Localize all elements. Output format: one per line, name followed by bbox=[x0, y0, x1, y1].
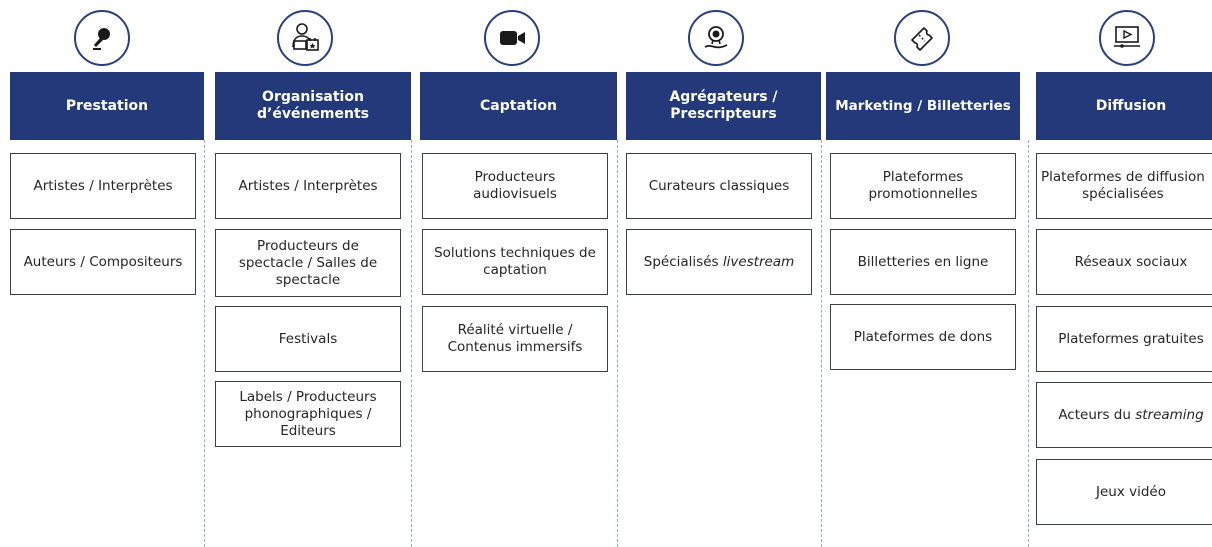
item-acteurs-du-streaming: Acteurs du streaming bbox=[1036, 382, 1212, 448]
column-organisation: Organisation d’événements Artistes / Int… bbox=[205, 0, 412, 547]
item-plateformes-diffusion-specialisees: Plateformes de diffusion spécialisées bbox=[1036, 153, 1212, 219]
item-producteurs-spectacle: Producteurs de spectacle / Salles de spe… bbox=[215, 229, 401, 297]
item-reseaux-sociaux: Réseaux sociaux bbox=[1036, 229, 1212, 295]
column-divider bbox=[204, 140, 205, 547]
item-festivals: Festivals bbox=[215, 306, 401, 372]
item-labels-producteurs: Labels / Producteurs phonographiques / E… bbox=[215, 381, 401, 447]
item-auteurs-compositeurs: Auteurs / Compositeurs bbox=[10, 229, 196, 295]
column-divider bbox=[411, 140, 412, 547]
microphone-icon bbox=[74, 10, 130, 66]
item-producteurs-audiovisuels: Producteurs audiovisuels bbox=[422, 153, 608, 219]
column-divider bbox=[1028, 140, 1029, 547]
column-marketing: Marketing / Billetteries Plateformes pro… bbox=[822, 0, 1029, 547]
item-plateformes-promotionnelles: Plateformes promotionnelles bbox=[830, 153, 1016, 219]
column-divider bbox=[821, 140, 822, 547]
item-jeux-video: Jeux vidéo bbox=[1036, 459, 1212, 525]
item-solutions-techniques: Solutions techniques de captation bbox=[422, 229, 608, 295]
video-camera-icon bbox=[484, 10, 540, 66]
item-text: Acteurs du streaming bbox=[1058, 406, 1204, 423]
column-agregateurs: Agrégateurs / Prescripteurs Curateurs cl… bbox=[618, 0, 822, 547]
item-billetteries-en-ligne: Billetteries en ligne bbox=[830, 229, 1016, 295]
column-diffusion: Diffusion Plateformes de diffusion spéci… bbox=[1029, 0, 1212, 547]
award-hand-icon bbox=[688, 10, 744, 66]
column-divider bbox=[617, 140, 618, 547]
item-plateformes-de-dons: Plateformes de dons bbox=[830, 304, 1016, 370]
ticket-icon bbox=[894, 10, 950, 66]
item-artistes-interpretes: Artistes / Interprètes bbox=[215, 153, 401, 219]
header-agregateurs: Agrégateurs / Prescripteurs bbox=[626, 72, 821, 140]
italic-text: streaming bbox=[1135, 406, 1204, 423]
header-marketing: Marketing / Billetteries bbox=[826, 72, 1020, 140]
video-player-icon bbox=[1099, 10, 1155, 66]
item-plateformes-gratuites: Plateformes gratuites bbox=[1036, 306, 1212, 372]
header-organisation: Organisation d’événements bbox=[215, 72, 411, 140]
item-text: Spécialisés livestream bbox=[643, 253, 795, 270]
item-artistes-interpretes: Artistes / Interprètes bbox=[10, 153, 196, 219]
header-captation: Captation bbox=[420, 72, 617, 140]
header-diffusion: Diffusion bbox=[1036, 72, 1212, 140]
column-prestation: Prestation Artistes / Interprètes Auteur… bbox=[0, 0, 205, 547]
header-prestation: Prestation bbox=[10, 72, 204, 140]
event-organizer-icon bbox=[277, 10, 333, 66]
item-specialises-livestream: Spécialisés livestream bbox=[626, 229, 812, 295]
item-curateurs-classiques: Curateurs classiques bbox=[626, 153, 812, 219]
item-realite-virtuelle: Réalité virtuelle / Contenus immersifs bbox=[422, 306, 608, 372]
column-captation: Captation Producteurs audiovisuels Solut… bbox=[412, 0, 618, 547]
italic-text: livestream bbox=[722, 253, 795, 270]
